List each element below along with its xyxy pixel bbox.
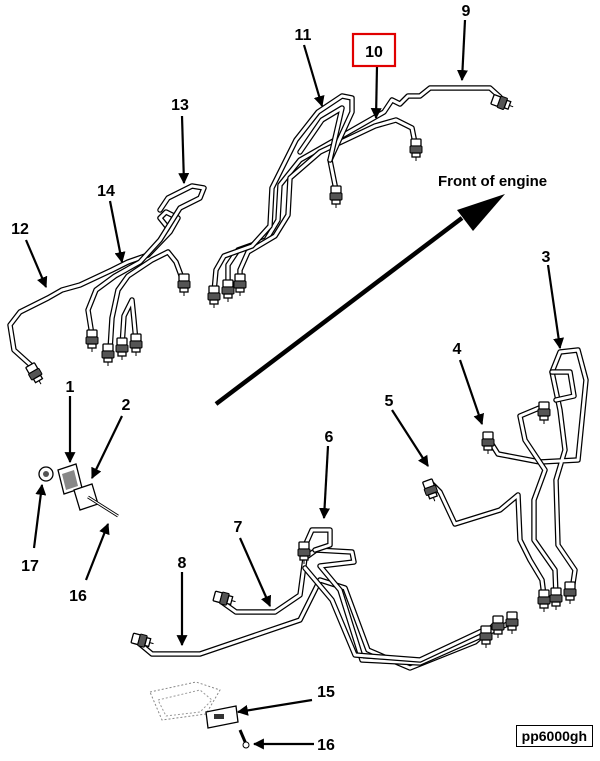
callout-16-upper: 16 [69, 588, 87, 605]
lower-clamp-hardware [149, 681, 250, 749]
front-of-engine-label: Front of engine [438, 173, 547, 190]
front-arrow-head [457, 194, 505, 231]
callout-3: 3 [542, 249, 551, 266]
callout-6: 6 [325, 429, 334, 446]
lower-fuel-lines [130, 527, 519, 671]
right-fuel-lines [420, 347, 589, 613]
callout-17: 17 [21, 558, 39, 575]
callout-8: 8 [178, 555, 187, 572]
callout-14: 14 [97, 183, 115, 200]
upper-left-fuel-lines [7, 183, 207, 388]
clamp-hardware [38, 463, 119, 518]
figure-reference-code: pp6000gh [515, 725, 593, 747]
highlight-box-10 [351, 32, 397, 68]
upper-fuel-lines [207, 85, 516, 309]
callout-2: 2 [122, 397, 131, 414]
callout-11: 11 [295, 27, 312, 44]
front-direction-arrow [214, 216, 464, 406]
callout-16-lower: 16 [317, 737, 335, 754]
callout-5: 5 [385, 393, 394, 410]
callout-12: 12 [11, 221, 29, 238]
callout-9: 9 [462, 3, 471, 20]
callout-4: 4 [453, 341, 462, 358]
callout-7: 7 [234, 519, 243, 536]
leader-lines [24, 19, 565, 750]
callout-13: 13 [171, 97, 189, 114]
callout-10: 10 [365, 44, 383, 61]
callout-1: 1 [66, 379, 75, 396]
callout-15: 15 [317, 684, 335, 701]
